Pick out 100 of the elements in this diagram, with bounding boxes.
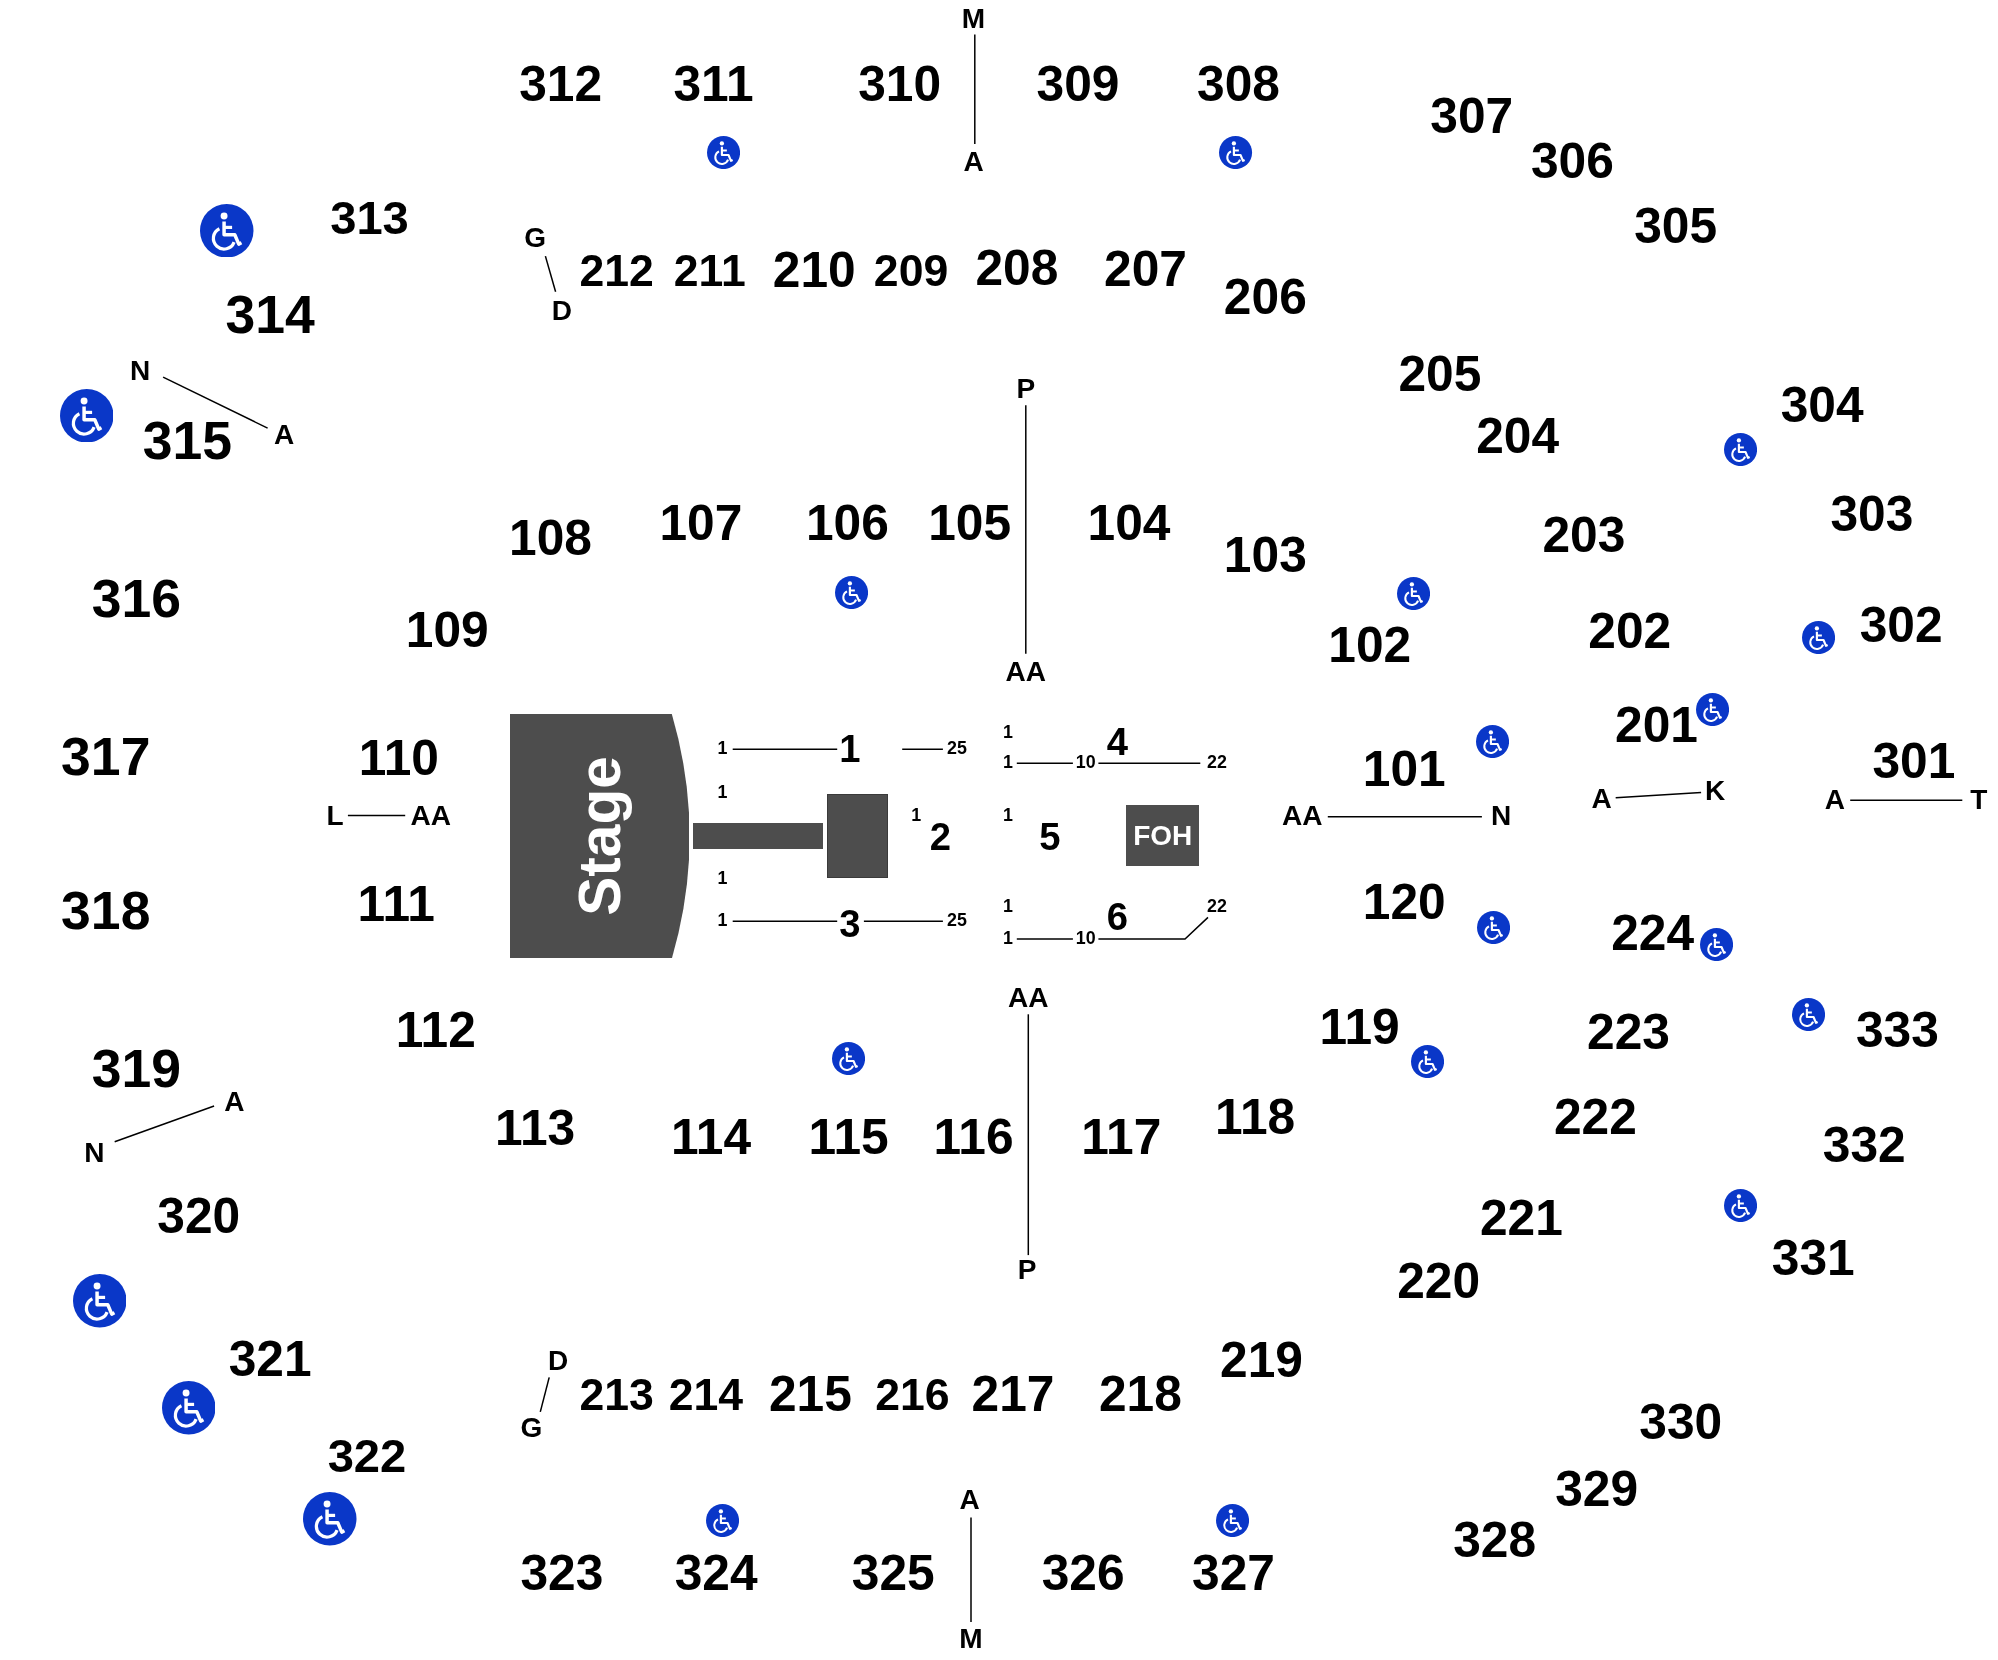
foh-label: FOH (1133, 821, 1193, 850)
section-number: 319 (91, 1042, 181, 1096)
section-number: 112 (395, 1006, 476, 1056)
runway-bar (693, 823, 824, 849)
stage-block (509, 713, 690, 959)
seat-number: 1 (717, 912, 728, 931)
row-letter: AA (1282, 801, 1323, 830)
section-number: 305 (1634, 201, 1718, 252)
section-number: 204 (1476, 412, 1560, 462)
section-number: 307 (1430, 92, 1514, 143)
section-number: 219 (1220, 1336, 1303, 1386)
section-number: 327 (1192, 1548, 1275, 1599)
section-number: 325 (851, 1548, 935, 1599)
floor-section-number: 5 (1039, 818, 1061, 857)
seat-number: 25 (947, 912, 967, 931)
section-number: 114 (670, 1113, 752, 1163)
section-number: 224 (1611, 909, 1695, 959)
section-number: 314 (225, 288, 315, 342)
section-number: 322 (327, 1432, 407, 1480)
section-number: 221 (1479, 1194, 1563, 1245)
section-number: 206 (1223, 273, 1307, 323)
section-number: 312 (519, 60, 603, 111)
row-letter: AA (1005, 657, 1046, 686)
section-number: 213 (579, 1373, 654, 1418)
row-letter: D (551, 296, 573, 325)
section-number: 211 (673, 249, 746, 294)
section-number: 202 (1588, 607, 1672, 657)
section-number: 111 (357, 879, 435, 930)
section-number: 215 (768, 1370, 852, 1421)
section-number: 101 (1362, 744, 1446, 795)
section-number: 318 (61, 884, 151, 938)
section-number: 306 (1530, 136, 1614, 187)
row-letter: AA (1008, 983, 1049, 1012)
section-number: 303 (1830, 489, 1914, 540)
row-letter: L (326, 801, 344, 830)
section-number: 205 (1398, 349, 1482, 400)
section-number: 110 (358, 734, 439, 785)
section-number: 320 (157, 1192, 241, 1242)
section-number: 309 (1036, 60, 1120, 111)
section-number: 109 (405, 605, 489, 656)
seat-number: 1 (1002, 754, 1013, 773)
row-letter: A (959, 1485, 980, 1514)
row-letter: N (130, 356, 151, 385)
section-number: 329 (1555, 1464, 1639, 1515)
floor-section-number: 2 (929, 818, 951, 857)
section-number: 208 (975, 244, 1059, 294)
section-number: 321 (228, 1334, 312, 1385)
row-letter: G (524, 224, 547, 253)
section-number: 304 (1780, 381, 1864, 432)
section-number: 218 (1099, 1370, 1182, 1421)
section-number: 107 (659, 498, 743, 549)
section-number: 212 (579, 249, 654, 294)
section-number: 119 (1319, 1003, 1400, 1054)
row-letter: G (520, 1414, 543, 1443)
seat-number: 1 (911, 806, 922, 825)
section-number: 201 (1615, 701, 1698, 752)
section-number: 203 (1542, 511, 1626, 562)
section-number: 104 (1087, 498, 1171, 549)
section-number: 317 (61, 730, 151, 784)
row-letter: D (548, 1346, 569, 1375)
row-letter: A (274, 420, 295, 449)
seat-number: 1 (1002, 806, 1013, 825)
section-number: 316 (91, 572, 181, 626)
row-letter: M (961, 5, 986, 34)
section-number: 116 (933, 1113, 1014, 1163)
row-letter: AA (410, 801, 451, 830)
section-number: 118 (1215, 1092, 1296, 1143)
seat-number: 1 (1002, 723, 1013, 742)
platform-block (826, 793, 889, 878)
section-number: 115 (808, 1113, 889, 1163)
section-number: 330 (1639, 1398, 1723, 1449)
section-number: 313 (330, 194, 409, 242)
row-letter: M (959, 1624, 983, 1653)
row-letter: N (1490, 801, 1512, 830)
section-number: 223 (1587, 1008, 1670, 1059)
section-number: 103 (1223, 530, 1307, 581)
section-number: 310 (858, 60, 942, 111)
section-number: 326 (1041, 1548, 1125, 1599)
row-letter: A (1824, 786, 1845, 815)
seat-number: 22 (1206, 898, 1227, 917)
seat-number: 22 (1206, 754, 1227, 773)
section-number: 331 (1771, 1234, 1855, 1284)
section-number: 323 (520, 1548, 604, 1599)
row-letter: P (1017, 1256, 1037, 1285)
row-letter: A (1591, 784, 1612, 813)
seat-number: 10 (1075, 930, 1096, 949)
seat-number: 1 (717, 740, 728, 759)
section-number: 302 (1859, 600, 1943, 651)
section-number: 102 (1328, 621, 1412, 671)
section-number: 210 (772, 246, 856, 297)
section-number: 209 (873, 249, 949, 294)
section-number: 207 (1104, 245, 1187, 295)
seat-number: 1 (717, 783, 728, 802)
floor-section-number: 4 (1106, 722, 1129, 761)
seat-number: 1 (1002, 898, 1013, 917)
section-number: 222 (1553, 1092, 1637, 1143)
row-letter: P (1016, 374, 1036, 403)
row-letter: T (1970, 786, 1988, 815)
section-number: 220 (1397, 1257, 1481, 1307)
section-number: 106 (805, 498, 889, 549)
